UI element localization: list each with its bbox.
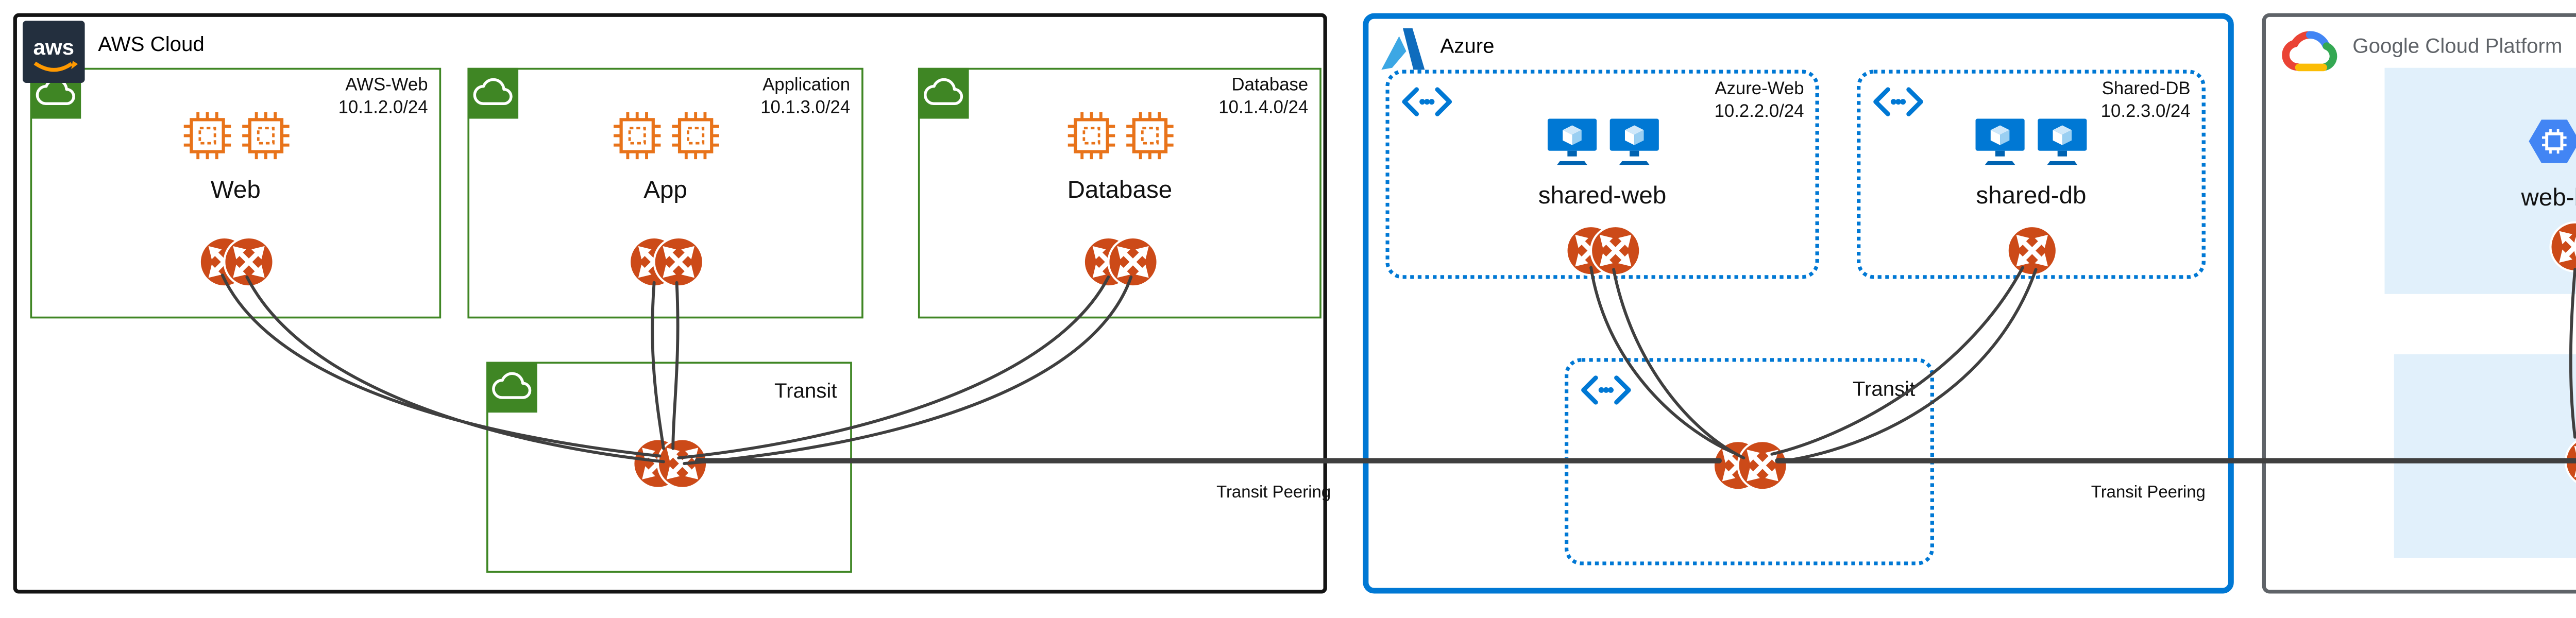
subnet-name: AWS-Web <box>345 75 428 96</box>
subnet-header: Database 10.1.4.0/24 <box>1218 75 1308 122</box>
vm-icon <box>1975 118 2025 165</box>
vm-icon <box>2038 118 2087 165</box>
router-icon <box>2005 224 2057 277</box>
gcp-region-label: Google Cloud Platform <box>2352 36 2563 59</box>
gcp-transit-box: Transit <box>2394 354 2576 558</box>
instance-icon <box>670 111 719 160</box>
transit-router-icon-pair <box>1710 439 1788 492</box>
azure-subnet-box-web: Azure-Web 10.2.2.0/24 shared-web <box>1385 70 1819 279</box>
subnet-header: Azure-Web 10.2.2.0/24 <box>1715 79 1804 126</box>
vnet-icon <box>1401 85 1453 119</box>
aws-subnet-box-web: AWS-Web 10.1.2.0/24 Web <box>30 67 442 319</box>
transit-peering-label: Transit Peering <box>2091 482 2206 502</box>
subnet-header: AWS-Web 10.1.2.0/24 <box>338 75 428 122</box>
instance-icon <box>1066 111 1115 160</box>
node-label: web-backup <box>2521 182 2576 211</box>
instance-icon-row <box>469 111 861 160</box>
node-label: App <box>643 175 687 204</box>
instance-icon <box>182 111 231 160</box>
aws-transit-box: Transit <box>486 362 852 573</box>
subnet-cidr: 10.2.3.0/24 <box>2100 102 2191 124</box>
transit-peering-label: Transit Peering <box>1216 482 1331 502</box>
subnet-name: Application <box>762 75 851 96</box>
node-label: Web <box>210 175 261 204</box>
aws-subnet-box-application: Application 10.1.3.0/24 App <box>467 67 863 319</box>
aws-logo-icon: aws <box>22 21 85 83</box>
vnet-icon <box>1872 85 1924 119</box>
subnet-name: Shared-DB <box>2102 79 2191 100</box>
instance-icon-row <box>920 111 1320 160</box>
azure-subnet-box-shared-db: Shared-DB 10.2.3.0/24 shared-db <box>1857 70 2206 279</box>
subnet-header: Shared-DB 10.2.3.0/24 <box>2101 79 2191 126</box>
azure-transit-box: Transit <box>1564 358 1935 565</box>
node-label: Database <box>1067 175 1173 204</box>
vm-icon <box>1608 118 1658 165</box>
instance-icon-row <box>32 111 439 160</box>
router-icon-pair <box>627 235 704 288</box>
gcp-subnet-box-web: GCP-Web 10.3.0.0/16 web-backup <box>2384 67 2576 294</box>
router-icon-pair <box>1081 235 1158 288</box>
router-icon-pair <box>197 235 274 288</box>
vm-icon-row <box>1860 117 2201 166</box>
transit-label: Transit <box>1852 379 1916 402</box>
subnet-cidr: 10.2.2.0/24 <box>1714 102 1804 124</box>
transit-router-icon-pair <box>631 437 708 490</box>
aws-subnet-box-database: Database 10.1.4.0/24 Database <box>918 67 1321 319</box>
subnet-name: Azure-Web <box>1715 79 1804 100</box>
gcp-logo-icon <box>2282 31 2337 72</box>
gcp-service-icon <box>2526 117 2576 166</box>
gcp-service-icon-row <box>2385 117 2576 166</box>
instance-icon <box>241 111 290 160</box>
azure-region-label: Azure <box>1440 36 1495 59</box>
subnet-header: Application 10.1.3.0/24 <box>760 75 850 122</box>
transit-label: Transit <box>774 381 837 404</box>
transit-router-icon-pair <box>2563 435 2576 488</box>
subnet-cidr: 10.1.2.0/24 <box>338 98 428 119</box>
instance-icon <box>612 111 660 160</box>
vpc-icon <box>486 362 537 413</box>
aws-logo-text: aws <box>33 35 75 59</box>
aws-region-label: AWS Cloud <box>98 33 205 57</box>
azure-logo-icon <box>1381 28 1425 70</box>
node-label: shared-web <box>1538 181 1667 210</box>
subnet-cidr: 10.1.3.0/24 <box>760 98 851 119</box>
instance-icon <box>1125 111 1174 160</box>
subnet-name: Database <box>1231 75 1309 96</box>
router-icon-pair <box>1564 224 1641 277</box>
subnet-cidr: 10.1.4.0/24 <box>1218 98 1309 119</box>
vnet-icon <box>1580 373 1632 407</box>
vm-icon-row <box>1389 117 1816 166</box>
router-icon-pair <box>2549 220 2576 273</box>
vm-icon <box>1547 118 1596 165</box>
node-label: shared-db <box>1976 181 2087 210</box>
